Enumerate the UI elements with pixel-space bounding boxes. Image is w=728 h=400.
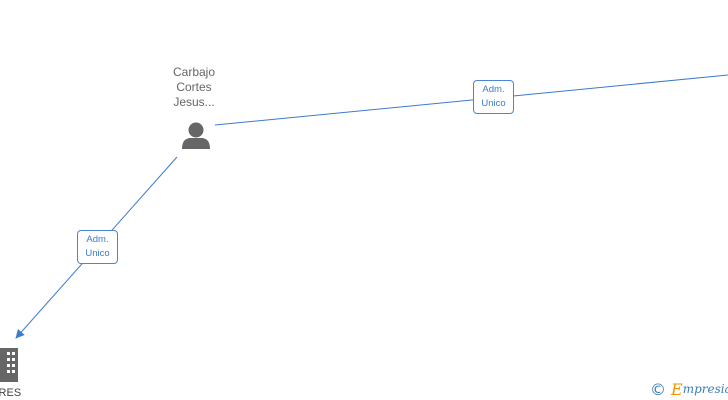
edge-label-line1: Adm. [482, 84, 505, 95]
edge-label-line1: Adm. [86, 234, 109, 245]
company-name[interactable]: ORES [0, 387, 22, 399]
edge-label-line2: Unico [481, 98, 506, 109]
building-icon[interactable] [0, 348, 18, 382]
brand-text: mpresia [682, 382, 728, 396]
edge-label-line2: Unico [85, 248, 110, 259]
edge-line-person-to-right [214, 74, 728, 126]
brand-logo[interactable]: © E mpresia [650, 379, 728, 399]
brand-initial: E [671, 379, 683, 399]
copyright-icon: © [650, 379, 666, 399]
edge-label-adm-unico-left[interactable]: Adm. Unico [77, 230, 118, 264]
person-name[interactable]: Carbajo Cortes Jesus... [172, 65, 216, 109]
edge-label-adm-unico-top[interactable]: Adm. Unico [473, 80, 514, 114]
person-icon[interactable] [182, 122, 210, 150]
